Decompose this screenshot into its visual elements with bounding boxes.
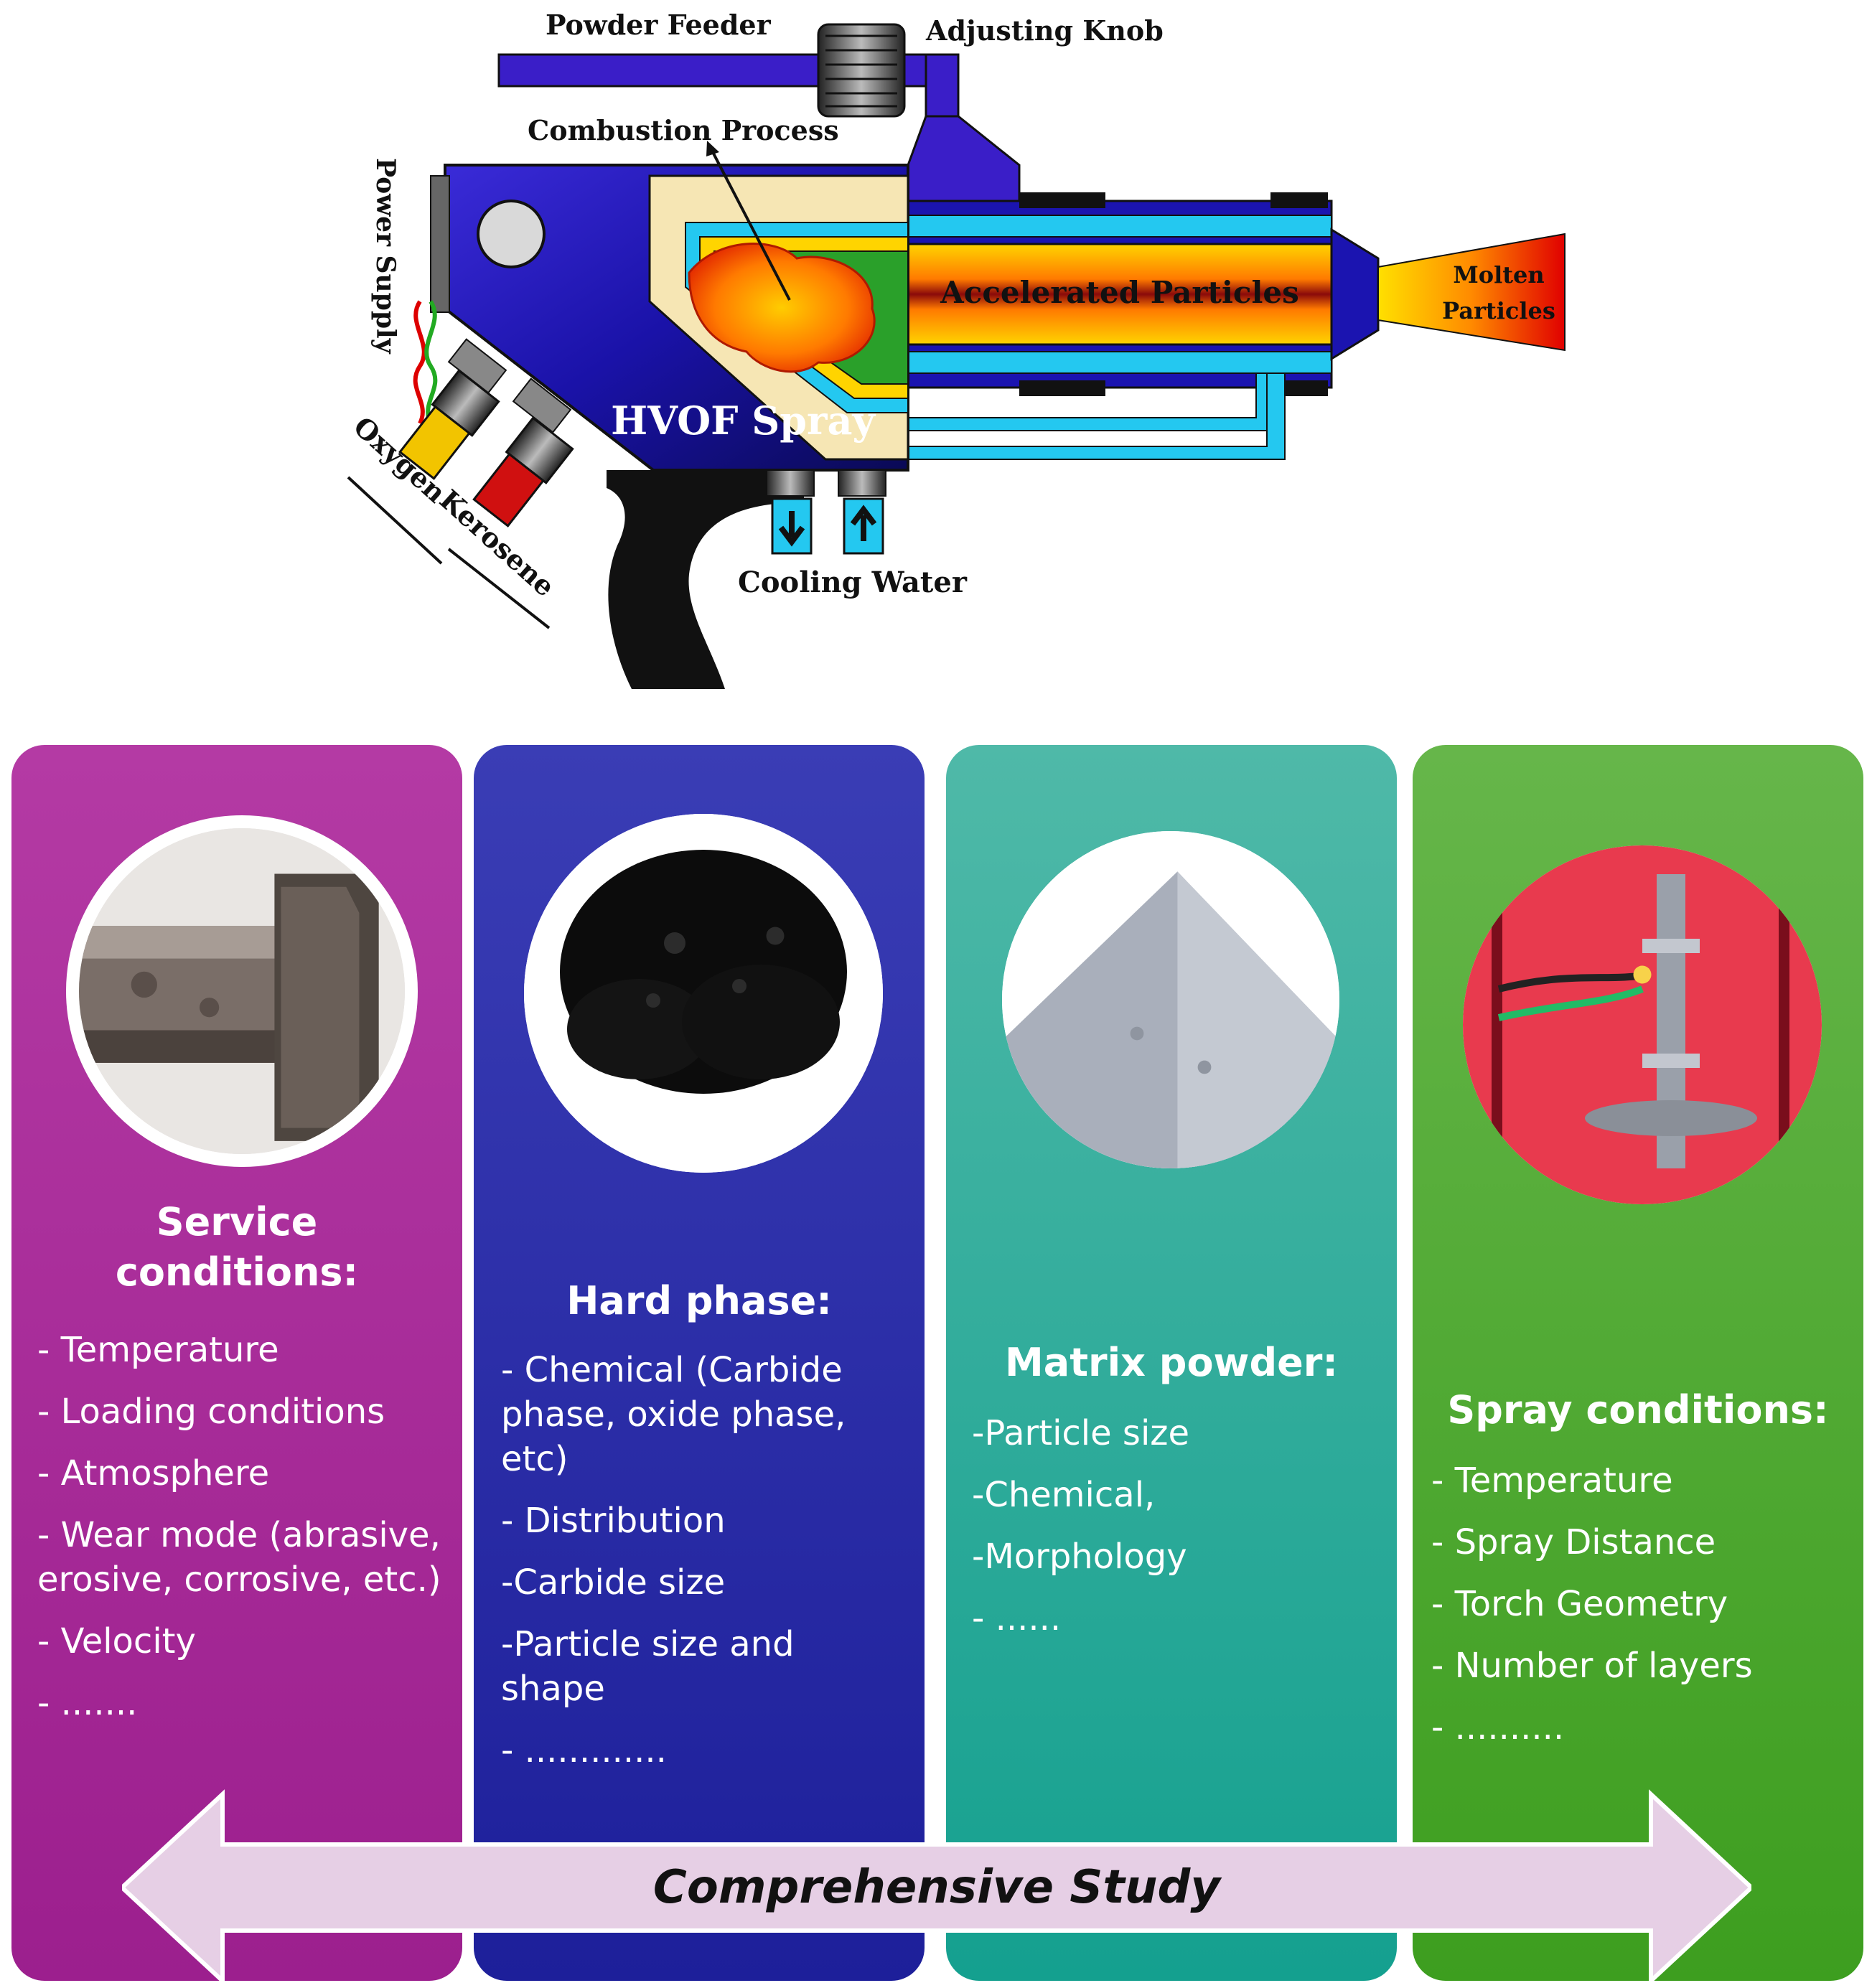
hard-phase-title: Hard phase:: [566, 1278, 832, 1323]
label-molten-particles-line-2: Particles: [1442, 297, 1555, 324]
hvof-gun-diagram: Powder Feeder Adjusting Knob Combustion …: [347, 9, 1566, 689]
spray-setup-photo: [1463, 845, 1822, 1204]
spray-conditions-list: - Temperature - Spray Distance - Torch G…: [1431, 1458, 1849, 1750]
carbide-powder-photo: [524, 814, 883, 1173]
label-cooling-water: Cooling Water: [738, 566, 968, 599]
list-item: - ..........: [1431, 1707, 1565, 1748]
double-arrow: [122, 1789, 1751, 1986]
label-accelerated-particles: Accelerated Particles: [940, 275, 1299, 310]
list-item: - Chemical (Carbide phase, oxide phase, …: [501, 1350, 846, 1479]
matrix-powder-title: Matrix powder:: [1005, 1340, 1338, 1385]
matrix-powder-list: -Particle size -Chemical, -Morphology - …: [972, 1411, 1380, 1641]
column-hard-phase: Hard phase: - Chemical (Carbide phase, o…: [474, 745, 925, 1981]
list-item: -Carbide size: [501, 1562, 726, 1603]
column-spray-conditions: Spray conditions: - Temperature - Spray …: [1413, 745, 1863, 1981]
list-item: - ......: [972, 1598, 1062, 1638]
spray-conditions-title: Spray conditions:: [1447, 1387, 1829, 1433]
column-matrix-powder: Matrix powder: -Particle size -Chemical,…: [946, 745, 1397, 1981]
label-combustion-process: Combustion Process: [528, 114, 839, 146]
label-adjusting-knob: Adjusting Knob: [925, 14, 1164, 47]
hard-phase-list: - Chemical (Carbide phase, oxide phase, …: [501, 1348, 907, 1773]
matrix-powder-photo: [1002, 831, 1339, 1168]
list-item: - Spray Distance: [1431, 1522, 1716, 1562]
label-hvof-spray: HVOF Spray: [611, 398, 876, 444]
list-item: - Atmosphere: [37, 1453, 270, 1494]
worn-shaft-photo: [66, 815, 418, 1167]
column-service-conditions: Service conditions: - Temperature - Load…: [11, 745, 462, 1981]
list-item: -Chemical,: [972, 1475, 1156, 1515]
list-item: - .............: [501, 1730, 667, 1771]
list-item: - Temperature: [37, 1330, 279, 1370]
list-item: - Velocity: [37, 1621, 196, 1661]
list-item: - .......: [37, 1683, 138, 1723]
label-power-supply: Power Supply: [370, 158, 401, 355]
service-conditions-title: Service conditions:: [115, 1199, 359, 1295]
list-item: -Particle size: [972, 1413, 1189, 1453]
arrow-label: Comprehensive Study: [652, 1861, 1221, 1914]
list-item: - Temperature: [1431, 1460, 1673, 1501]
label-powder-feeder: Powder Feeder: [546, 9, 772, 41]
list-item: - Distribution: [501, 1501, 726, 1541]
label-molten-particles-line-1: Molten: [1453, 261, 1544, 289]
list-item: - Number of layers: [1431, 1646, 1753, 1686]
service-conditions-list: - Temperature - Loading conditions - Atm…: [37, 1328, 445, 1725]
list-item: -Morphology: [972, 1537, 1187, 1577]
list-item: - Loading conditions: [37, 1392, 385, 1432]
list-item: - Wear mode (abrasive, erosive, corrosiv…: [37, 1515, 441, 1600]
list-item: -Particle size and shape: [501, 1624, 795, 1709]
list-item: - Torch Geometry: [1431, 1584, 1728, 1624]
